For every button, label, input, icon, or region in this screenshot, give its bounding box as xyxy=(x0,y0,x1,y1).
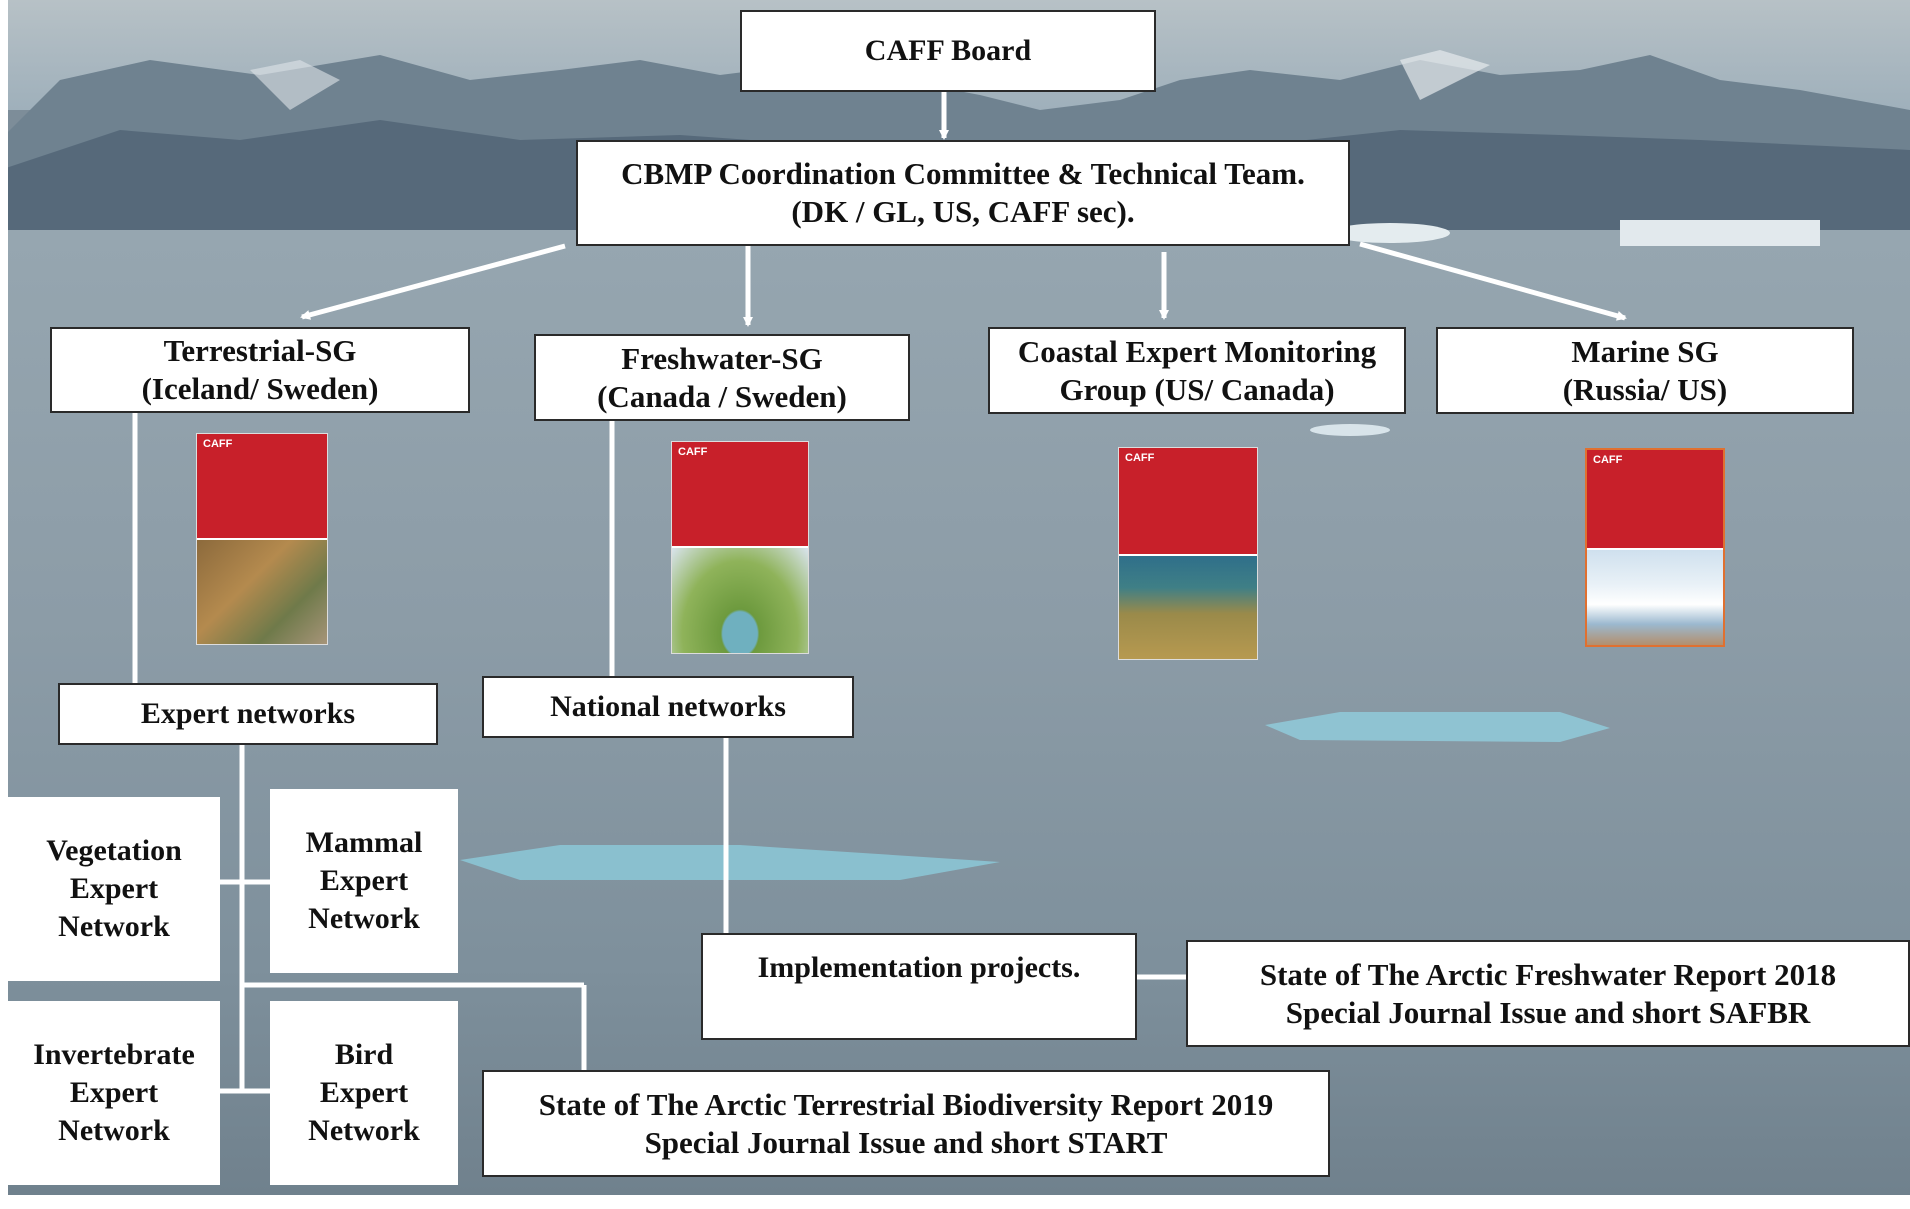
national-networks-label: National networks xyxy=(550,690,786,723)
terrestrial-sg-node: Terrestrial-SG (Iceland/ Sweden) xyxy=(50,327,470,413)
terrestrial-report-line-1: State of The Arctic Terrestrial Biodiver… xyxy=(538,1086,1274,1122)
invertebrate-line-3: Network xyxy=(58,1114,170,1147)
mammal-network-node: Mammal Expert Network xyxy=(270,789,458,973)
bird-line-2: Expert xyxy=(319,1076,409,1109)
cover-logo: CAFF xyxy=(1125,452,1155,464)
freshwater-sg-node: Freshwater-SG (Canada / Sweden) xyxy=(534,334,910,421)
terrestrial-report-cover: CAFF xyxy=(196,433,328,645)
vegetation-line-1: Vegetation xyxy=(46,834,182,867)
coastal-line-1: Coastal Expert Monitoring xyxy=(1017,333,1377,369)
vegetation-network-node: Vegetation Expert Network xyxy=(8,797,220,981)
mammal-line-1: Mammal xyxy=(305,826,423,859)
bird-line-1: Bird xyxy=(334,1038,394,1071)
implementation-label: Implementation projects. xyxy=(757,951,1081,984)
caff-board-label: CAFF Board xyxy=(864,34,1032,67)
invertebrate-network-node: Invertebrate Expert Network xyxy=(8,1001,220,1185)
freshwater-report-line-2: Special Journal Issue and short SAFBR xyxy=(1285,994,1811,1030)
freshwater-line-2: (Canada / Sweden) xyxy=(597,378,847,414)
marine-line-1: Marine SG xyxy=(1571,333,1719,369)
invertebrate-line-1: Invertebrate xyxy=(33,1038,195,1071)
marine-line-2: (Russia/ US) xyxy=(1562,371,1728,407)
cover-logo: CAFF xyxy=(203,438,233,450)
marine-sg-node: Marine SG (Russia/ US) xyxy=(1436,327,1854,414)
caff-board-node: CAFF Board xyxy=(740,10,1156,92)
coastal-report-cover: CAFF xyxy=(1118,447,1258,660)
terrestrial-line-1: Terrestrial-SG xyxy=(163,333,357,368)
national-networks-node: National networks xyxy=(482,676,854,738)
freshwater-report-node: State of The Arctic Freshwater Report 20… xyxy=(1186,940,1910,1047)
bottom-margin xyxy=(0,1195,1910,1209)
expert-networks-label: Expert networks xyxy=(140,697,356,730)
invertebrate-line-2: Expert xyxy=(69,1076,159,1109)
bird-line-3: Network xyxy=(308,1114,420,1147)
expert-networks-node: Expert networks xyxy=(58,683,438,745)
freshwater-line-1: Freshwater-SG xyxy=(621,340,823,376)
arrow-cbmp-to-marine xyxy=(1359,241,1627,321)
coastal-group-node: Coastal Expert Monitoring Group (US/ Can… xyxy=(988,327,1406,414)
freshwater-report-cover: CAFF xyxy=(671,441,809,654)
mammal-line-2: Expert xyxy=(319,864,409,897)
terrestrial-line-2: (Iceland/ Sweden) xyxy=(141,371,379,406)
coastal-line-2: Group (US/ Canada) xyxy=(1059,371,1335,407)
tree-connectors xyxy=(132,411,1188,1094)
terrestrial-report-node: State of The Arctic Terrestrial Biodiver… xyxy=(482,1070,1330,1177)
cbmp-committee-node: CBMP Coordination Committee & Technical … xyxy=(576,140,1350,246)
cover-logo: CAFF xyxy=(1593,454,1623,466)
vegetation-line-3: Network xyxy=(58,910,170,943)
cbmp-line-1: CBMP Coordination Committee & Technical … xyxy=(621,156,1305,191)
cbmp-line-2: (DK / GL, US, CAFF sec). xyxy=(791,194,1135,229)
bird-network-node: Bird Expert Network xyxy=(270,1001,458,1185)
cover-logo: CAFF xyxy=(678,446,708,458)
arrow-cbmp-to-terrestrial xyxy=(300,243,566,320)
marine-report-cover: CAFF xyxy=(1585,448,1725,647)
terrestrial-report-line-2: Special Journal Issue and short START xyxy=(644,1124,1168,1160)
vegetation-line-2: Expert xyxy=(69,872,159,905)
mammal-line-3: Network xyxy=(308,902,420,935)
freshwater-report-line-1: State of The Arctic Freshwater Report 20… xyxy=(1259,956,1837,992)
implementation-projects-node: Implementation projects. xyxy=(701,933,1137,1040)
left-margin xyxy=(0,0,8,1209)
